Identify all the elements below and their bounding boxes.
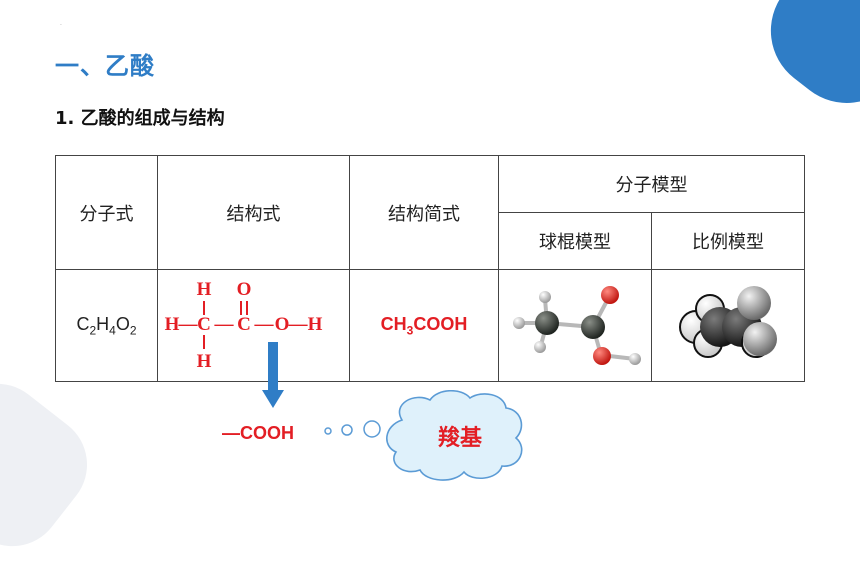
decorative-shape-bottom-left bbox=[0, 363, 108, 566]
atom-c1: C bbox=[197, 314, 211, 335]
down-arrow-icon bbox=[262, 342, 284, 408]
header-molecular-formula: 分子式 bbox=[55, 155, 158, 270]
section-title: 一、乙酸 bbox=[55, 52, 155, 80]
carboxyl-group-formula: —COOH bbox=[222, 423, 294, 443]
structural-formula-diagram: H O H — C — C — O — H H bbox=[164, 279, 322, 372]
space-filling-model-image bbox=[679, 286, 777, 358]
bond-dash-1: — bbox=[177, 314, 198, 335]
carboxyl-group-name: 羧基 bbox=[438, 426, 483, 451]
bubble-dot-medium bbox=[341, 424, 353, 436]
header-molecular-model: 分子模型 bbox=[498, 155, 805, 213]
atom-c2: C bbox=[237, 314, 251, 335]
atom-h-left: H bbox=[164, 314, 179, 335]
thought-bubble bbox=[324, 390, 523, 481]
molecular-formula: C2H4O2 bbox=[76, 313, 137, 338]
structure-table: 分子式 结构式 结构简式 分子模型 球棍模型 比例模型 C2H4O2 H O H… bbox=[55, 155, 805, 382]
ball-stick-model-image bbox=[513, 286, 641, 365]
atom-h-top: H bbox=[196, 279, 211, 300]
sub-title: 1. 乙酸的组成与结构 bbox=[55, 108, 225, 129]
cell-condensed-formula: CH3COOH bbox=[349, 269, 499, 382]
cell-space-filling-model bbox=[651, 269, 805, 382]
atom-o-right: O bbox=[274, 314, 289, 335]
decorative-shape-top-right bbox=[746, 0, 860, 128]
cell-ball-stick-model bbox=[498, 269, 652, 382]
header-condensed-formula: 结构简式 bbox=[349, 155, 499, 270]
atom-h-bottom: H bbox=[196, 351, 211, 372]
dot-mark: . bbox=[60, 20, 62, 27]
header-ball-stick-model: 球棍模型 bbox=[498, 212, 652, 270]
cell-molecular-formula: C2H4O2 bbox=[55, 269, 158, 382]
condensed-formula: CH3COOH bbox=[380, 313, 468, 338]
bubble-dot-large bbox=[363, 420, 381, 438]
bond-dash-4: — bbox=[287, 314, 308, 335]
atom-o-top: O bbox=[236, 279, 251, 300]
bond-dash-2: — bbox=[213, 314, 234, 335]
header-space-filling-model: 比例模型 bbox=[651, 212, 805, 270]
cloud-shape bbox=[386, 390, 523, 481]
header-structural-formula: 结构式 bbox=[157, 155, 350, 270]
bond-dash-3: — bbox=[253, 314, 274, 335]
cell-structural-formula: H O H — C — C — O — H H bbox=[157, 269, 350, 382]
atom-h-right: H bbox=[307, 314, 322, 335]
bubble-dot-small bbox=[324, 427, 332, 435]
